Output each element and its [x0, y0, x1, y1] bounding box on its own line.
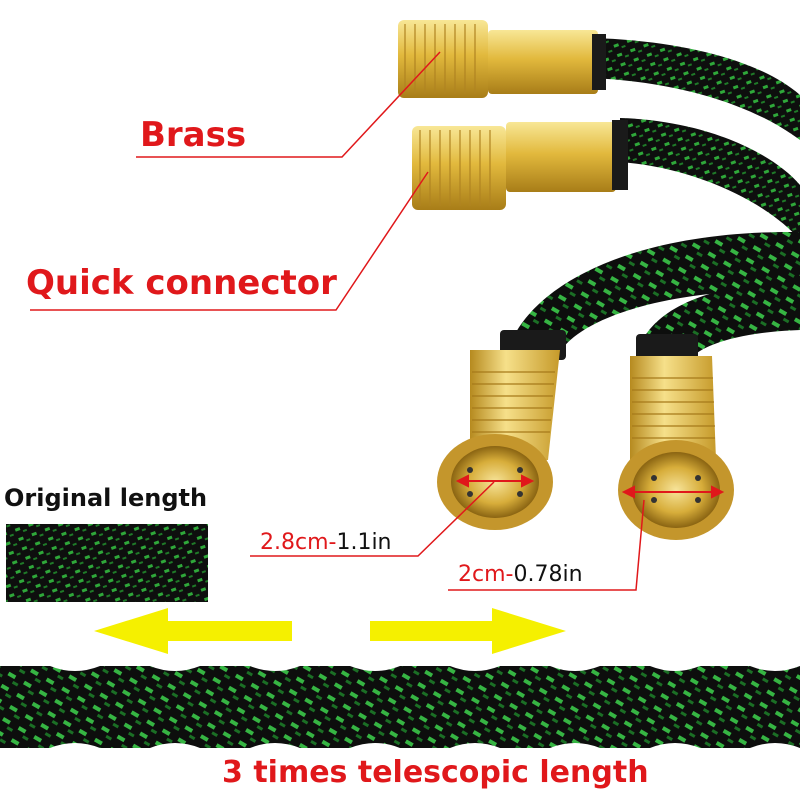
leader-lines	[30, 51, 645, 591]
small-diameter-cm: 2cm-	[458, 562, 514, 587]
large-diameter-in: 1.1in	[336, 530, 392, 555]
large-diameter-cm: 2.8cm-	[260, 530, 337, 555]
small-diameter-in: 0.78in	[513, 562, 583, 587]
upper-hose	[590, 38, 800, 140]
brass-connector-second	[412, 120, 628, 210]
quick-connector-label: Quick connector	[26, 263, 337, 303]
diameter-arrow-small	[621, 485, 725, 499]
front-connector-right	[618, 334, 734, 540]
brass-connector-top	[398, 20, 606, 98]
large-diameter-label: 2.8cm-1.1in	[260, 532, 392, 554]
telescopic-length-label: 3 times telescopic length	[222, 755, 649, 790]
right-arrow	[370, 608, 566, 654]
original-length-label: Original length	[4, 484, 208, 512]
left-curved-hose	[512, 231, 800, 352]
middle-hose	[620, 118, 800, 240]
brass-label: Brass	[140, 115, 247, 155]
left-arrow	[94, 608, 292, 654]
telescopic-hose	[0, 660, 800, 756]
front-connector-left	[437, 330, 566, 530]
small-diameter-label: 2cm-0.78in	[458, 564, 583, 586]
diameter-arrow-large	[455, 474, 535, 488]
original-length-hose	[6, 524, 208, 602]
